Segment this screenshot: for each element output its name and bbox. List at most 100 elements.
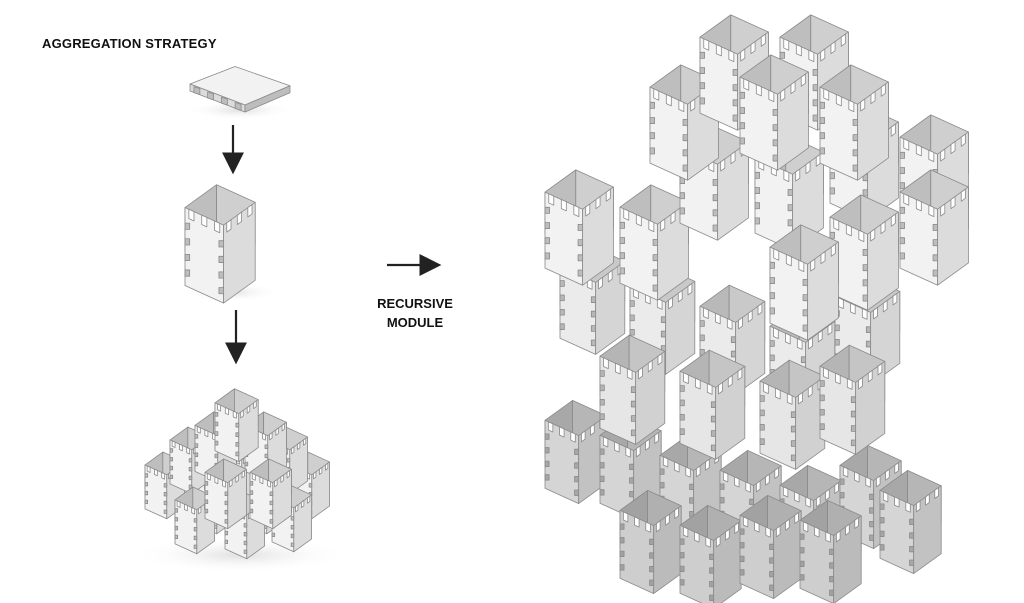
rim-notch [790,81,796,95]
rim-notch [854,517,859,529]
edge-tab [769,292,775,300]
edge-tab [652,269,659,277]
edge-tab [899,237,905,245]
edge-tab [699,51,705,59]
edge-tab [204,481,209,486]
cube-module [819,64,889,181]
flat-panel-module [189,66,291,113]
edge-tab [269,519,274,524]
rim-notch [705,536,711,548]
edge-tab [682,119,689,126]
rim-notch [925,493,930,506]
edge-tab [769,354,775,362]
rim-notch [737,368,743,381]
edge-tab [772,139,779,147]
edge-tab [660,330,667,338]
edge-tab [243,523,248,528]
edge-tab [869,507,875,514]
edge-tab [754,171,760,179]
rim-notch [191,507,196,515]
rim-notch [810,258,816,272]
rim-notch [840,33,846,47]
edge-tab [799,574,805,581]
edge-tab [194,461,199,467]
edge-tab [544,222,550,229]
rim-notch [665,94,672,107]
edge-tab [759,409,765,417]
edge-tab [649,147,655,155]
edge-tab [649,132,655,140]
edge-tab [144,490,149,496]
edge-tab [679,428,685,435]
edge-tab [800,356,807,363]
edge-tab [769,584,775,591]
rim-notch [703,38,710,51]
edge-tab [779,51,785,59]
rim-notch [696,465,701,478]
edge-tab [739,122,745,130]
edge-tab [819,380,825,387]
recursive-module-aggregation [544,14,969,603]
edge-tab [730,336,737,343]
rim-notch [915,199,922,212]
edge-tab [184,269,191,277]
edge-tab [184,238,191,246]
rim-notch [715,312,721,325]
rim-notch [890,213,896,227]
edge-tab [754,187,760,194]
edge-tab [819,394,825,402]
edge-tab [829,576,835,583]
rim-notch [176,500,181,508]
cube-module [759,359,826,470]
edge-tab [194,452,199,458]
edge-tab [712,209,719,217]
rim-notch [773,248,780,261]
edge-tab [599,462,605,469]
cube-module [769,224,839,341]
edge-tab [308,483,313,488]
edge-tab [812,69,819,76]
edge-tab [879,530,885,537]
edge-tab [772,154,779,162]
rim-notch [876,475,881,488]
edge-tab [188,466,193,472]
edge-tab [754,202,760,210]
rim-notch [905,501,911,513]
rim-notch [665,513,670,526]
rim-notch [830,243,836,257]
edge-tab [699,334,705,342]
edge-tab [899,151,905,159]
rim-notch [674,507,679,519]
rim-notch [845,523,850,536]
edge-tab [932,254,939,262]
edge-tab [719,497,725,504]
rim-notch [903,138,910,151]
rim-notch [835,372,841,385]
edge-tab [772,109,779,116]
rim-notch [820,48,826,62]
edge-tab [224,530,229,536]
rim-notch [668,297,673,310]
edge-tab [544,252,550,260]
edge-tab [869,521,875,528]
edge-tab [689,483,695,491]
edge-tab [235,432,240,438]
edge-tab [769,571,775,578]
edge-tab [619,550,625,557]
rim-notch [867,370,873,383]
rim-notch [805,161,811,175]
recursive-module-label-line1: RECURSIVE [377,296,453,311]
rim-notch [146,465,151,473]
edge-tab [629,477,635,484]
rim-notch [860,98,866,112]
edge-tab [802,294,809,302]
edge-tab [174,525,179,531]
rim-notch [281,423,285,432]
rim-notch [246,405,251,414]
edge-tab [679,565,685,572]
edge-tab [862,264,869,272]
rim-notch [795,168,801,182]
edge-tab [799,560,805,567]
edge-tab [719,483,725,490]
rim-notch [648,219,655,233]
